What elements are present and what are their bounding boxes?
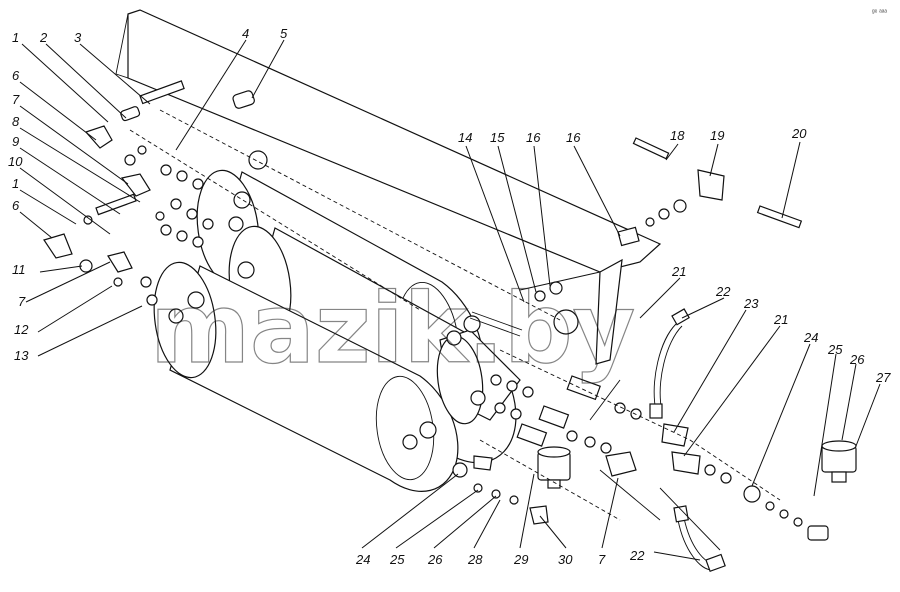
mounting-bracket: [115, 9, 662, 365]
callout-11: 11: [12, 262, 26, 277]
callout-8: 8: [12, 114, 20, 129]
hose-upper: [649, 308, 690, 419]
lower-piping-parts: [452, 374, 829, 541]
callout-29: 29: [513, 552, 528, 567]
callout-2: 2: [39, 30, 48, 45]
callout-7: 7: [12, 92, 20, 107]
callout-23: 23: [743, 296, 759, 311]
callout-19: 19: [710, 128, 724, 143]
tank-ports: [168, 150, 579, 450]
callout-labels: 1 2 3 4 5 6 7 8 9 10 1 6 11 7 12 13 14 1…: [8, 26, 891, 567]
callout-16-second: 16: [566, 130, 581, 145]
callout-25: 25: [827, 342, 843, 357]
callout-1: 1: [12, 30, 19, 45]
callout-24-second: 24: [355, 552, 370, 567]
pressure-sensor-center: [537, 446, 571, 489]
callout-3: 3: [74, 30, 82, 45]
callout-24: 24: [803, 330, 818, 345]
callout-1-second: 1: [12, 176, 19, 191]
callout-7-third: 7: [598, 552, 606, 567]
callout-13: 13: [14, 348, 29, 363]
callout-20: 20: [791, 126, 807, 141]
callout-28: 28: [467, 552, 483, 567]
callout-9: 9: [12, 134, 19, 149]
callout-6-second: 6: [12, 198, 20, 213]
callout-30: 30: [558, 552, 573, 567]
connector-tube: [469, 311, 523, 337]
corner-mark: ᵍᵉ ᵃᵃᵃ: [872, 9, 887, 16]
callout-6: 6: [12, 68, 20, 83]
air-tank-lower: [153, 261, 459, 492]
hose-lower: [673, 505, 726, 573]
callout-14: 14: [458, 130, 472, 145]
callout-22-second: 22: [629, 548, 645, 563]
callout-18: 18: [670, 128, 685, 143]
callout-12: 12: [14, 322, 29, 337]
callout-5: 5: [280, 26, 288, 41]
callout-25-second: 25: [389, 552, 405, 567]
left-fitting-cluster: [43, 80, 255, 306]
watermark: mazik.by: [150, 273, 635, 385]
callout-26: 26: [849, 352, 865, 367]
leader-lines: [19, 39, 881, 561]
callout-10: 10: [8, 154, 23, 169]
callout-15: 15: [490, 130, 505, 145]
callout-21-second: 21: [773, 312, 788, 327]
callout-7-second: 7: [18, 294, 26, 309]
assembly-lines: [129, 109, 781, 551]
callout-4: 4: [242, 26, 249, 41]
callout-26-second: 26: [427, 552, 443, 567]
pressure-sensor-right: [821, 440, 857, 483]
callout-16: 16: [526, 130, 541, 145]
callout-27: 27: [875, 370, 891, 385]
right-fitting-cluster: [534, 137, 803, 302]
callout-21: 21: [671, 264, 686, 279]
callout-22: 22: [715, 284, 731, 299]
